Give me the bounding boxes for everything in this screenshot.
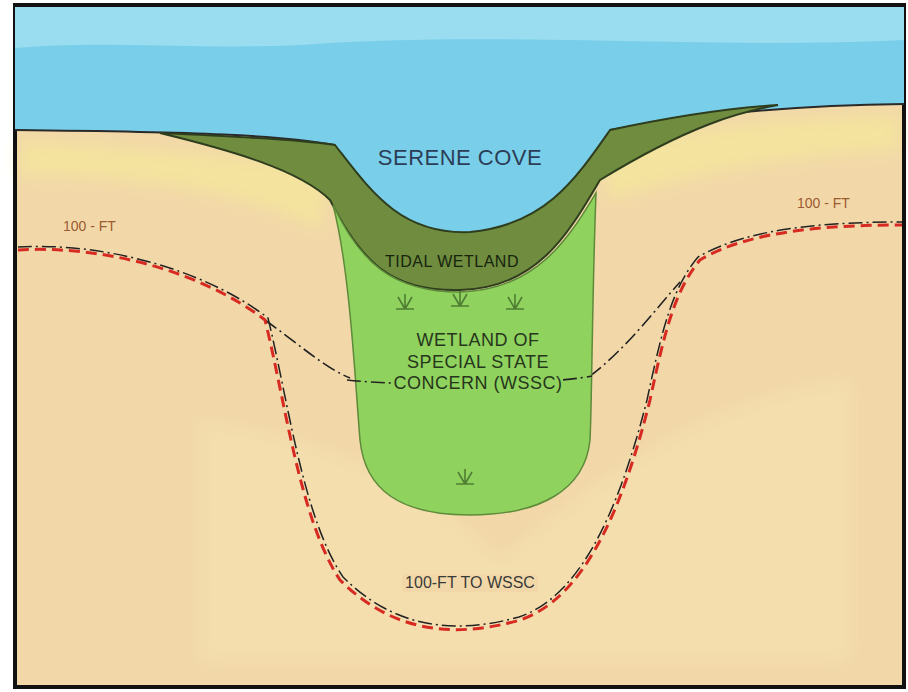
area-label: SERENE COVE: [350, 145, 570, 171]
cove-water-shape: [13, 5, 908, 237]
wssc-wetland: WETLAND OF SPECIAL STATE CONCERN (WSSC): [330, 185, 600, 520]
buffer-distance-label: 100 - FT: [794, 195, 853, 211]
cove-water: SERENE COVE: [13, 5, 908, 237]
buffer-line: [265, 320, 350, 378]
area-label: TIDAL WETLAND: [367, 252, 537, 271]
marsh-symbol: [396, 294, 414, 309]
tidal-wetland-band: TIDAL WETLAND: [155, 100, 783, 296]
shape-outline: [15, 7, 904, 232]
shape-outline: [333, 193, 596, 515]
marsh-symbol: [506, 294, 524, 309]
buffer-distance-label: 100 - FT: [60, 218, 119, 234]
marsh-symbol: [451, 291, 469, 306]
shape-outline: [160, 105, 778, 290]
area-label: WETLAND OF SPECIAL STATE CONCERN (WSSC): [393, 330, 563, 395]
frame: [15, 5, 904, 687]
upland-ground: [15, 5, 904, 687]
buffer-line: [590, 282, 680, 376]
buffer-distance-label: 100-FT TO WSSC: [402, 574, 538, 592]
shape-outline: [15, 7, 904, 48]
marsh-symbol: [456, 469, 474, 484]
